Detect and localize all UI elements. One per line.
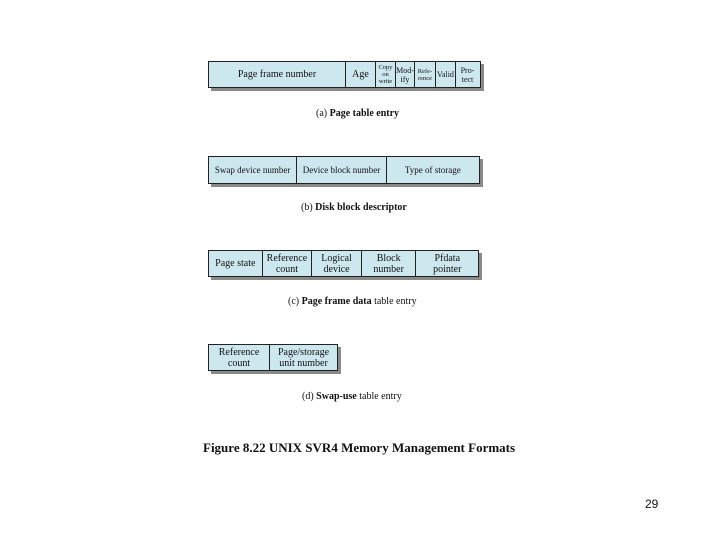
disk-block-descriptor-diagram: Swap device number Device block number T… <box>208 156 483 187</box>
caption-c: (c) Page frame data table entry <box>288 296 417 307</box>
caption-a: (a) Page table entry <box>316 108 400 119</box>
field-swap-device-number: Swap device number <box>209 157 298 183</box>
field-type-of-storage: Type of storage <box>404 164 461 175</box>
figure-title: Figure 8.22 UNIX SVR4 Memory Management … <box>203 440 516 455</box>
page-number: 29 <box>645 497 659 511</box>
field-age: Age <box>346 62 376 87</box>
field-valid: Valid <box>436 62 456 87</box>
field-block-number: Block number <box>362 251 417 276</box>
caption-d: (d) Swap-use table entry <box>302 391 402 402</box>
field-page-state: Page state <box>209 251 263 276</box>
field-protect: Pro- tect <box>460 65 475 84</box>
field-copy-on-write: Copy on write <box>376 62 396 87</box>
field-reference-count: Reference count <box>263 251 313 276</box>
field-page-frame-number: Page frame number <box>209 62 346 87</box>
field-reference: Refe- rence <box>415 62 436 87</box>
field-swap-reference-count: Reference count <box>209 345 271 370</box>
swap-use-diagram: Reference count Page/storage unit number <box>208 344 341 374</box>
caption-b: (b) Disk block descriptor <box>301 202 407 213</box>
field-pfdata-pointer: Pfdata pointer <box>433 252 462 275</box>
field-page-storage-unit-number: Page/storage unit number <box>277 346 330 369</box>
field-device-block-number: Device block number <box>297 157 387 183</box>
page-table-entry-diagram: Page frame number Age Copy on write Mod-… <box>208 61 484 91</box>
field-logical-device: Logical device <box>312 251 362 276</box>
field-modify: Mod- ify <box>396 62 415 87</box>
page-frame-data-diagram: Page state Reference count Logical devic… <box>208 250 482 280</box>
